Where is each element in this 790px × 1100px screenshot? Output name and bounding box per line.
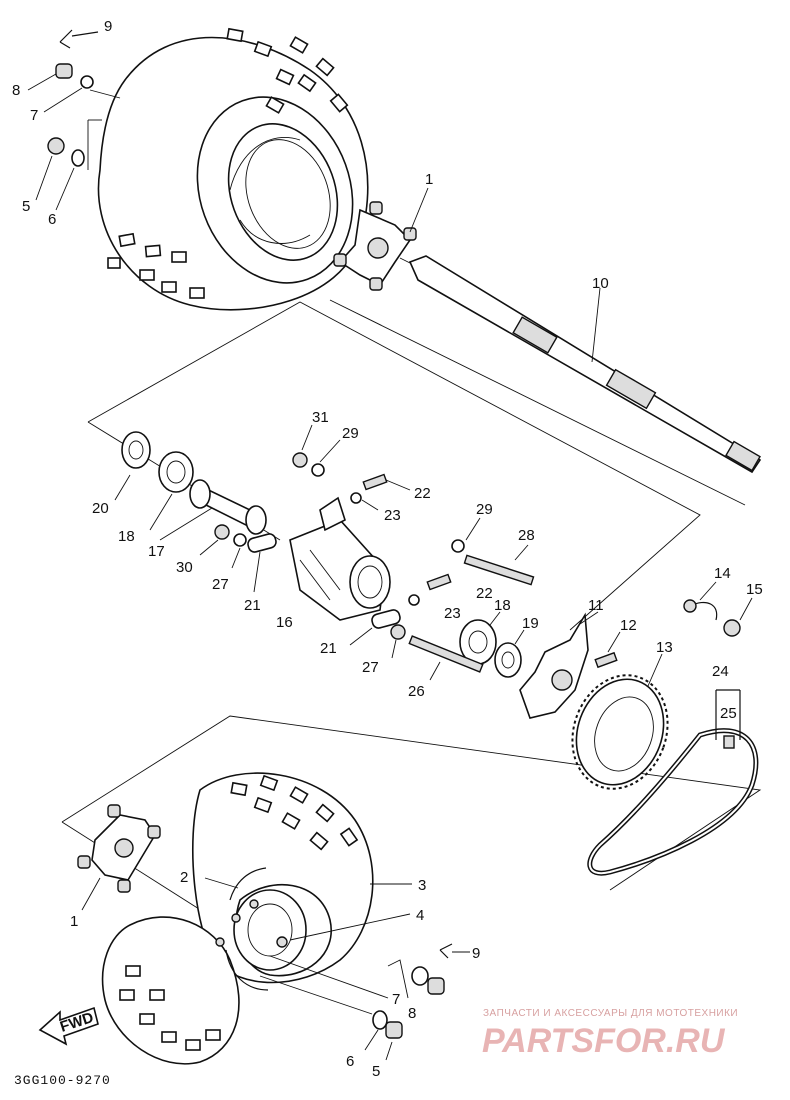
callout-11: 11 xyxy=(588,597,604,614)
callout-24: 24 xyxy=(712,663,729,680)
callout-5-top: 5 xyxy=(22,198,30,215)
top-hub xyxy=(333,187,429,291)
fwd-arrow: FWD xyxy=(38,1006,99,1046)
callout-18-b: 18 xyxy=(494,597,511,614)
callout-7-bottom: 7 xyxy=(392,991,400,1008)
callout-27-b: 27 xyxy=(362,659,379,676)
callout-16: 16 xyxy=(276,614,293,631)
top-leader-lines xyxy=(27,73,83,211)
callout-19: 19 xyxy=(522,615,539,632)
callout-26: 26 xyxy=(408,683,425,700)
callout-12: 12 xyxy=(620,617,637,634)
callout-9-top: 9 xyxy=(104,18,112,35)
callout-4: 4 xyxy=(416,907,424,924)
callout-27-a: 27 xyxy=(212,576,229,593)
callout-22-a: 22 xyxy=(414,485,431,502)
bottom-wheel-fasteners xyxy=(204,877,470,1061)
callout-29-a: 29 xyxy=(342,425,359,442)
callout-15: 15 xyxy=(746,581,763,598)
callout-21-a: 21 xyxy=(244,597,261,614)
callout-5-bottom: 5 xyxy=(372,1063,380,1080)
callout-8-top: 8 xyxy=(12,82,20,99)
callout-23-a: 23 xyxy=(384,507,401,524)
drawing-code: 3GG100-9270 xyxy=(14,1073,111,1088)
callout-1-top: 1 xyxy=(425,171,433,188)
watermark-tagline: ЗАПЧАСТИ И АКСЕССУАРЫ ДЛЯ МОТОТЕХНИКИ xyxy=(483,1008,738,1019)
callout-6-top: 6 xyxy=(48,211,56,228)
callout-13: 13 xyxy=(656,639,673,656)
callout-10: 10 xyxy=(592,275,609,292)
callout-6-bottom: 6 xyxy=(346,1053,354,1070)
callout-23-b: 23 xyxy=(444,605,461,622)
callout-2: 2 xyxy=(180,869,188,886)
top-wheel-fasteners xyxy=(47,29,121,170)
callout-14: 14 xyxy=(714,565,731,582)
callout-1-bottom: 1 xyxy=(70,913,78,930)
callout-21-b: 21 xyxy=(320,640,337,657)
callout-30: 30 xyxy=(176,559,193,576)
callout-labels: 9 8 7 5 6 1 10 31 29 20 18 22 23 17 30 2… xyxy=(12,18,763,1080)
callout-17: 17 xyxy=(148,543,165,560)
axle xyxy=(408,255,762,474)
callout-25: 25 xyxy=(720,705,737,722)
callout-8-bottom: 8 xyxy=(408,1005,416,1022)
watermark: ЗАПЧАСТИ И АКСЕССУАРЫ ДЛЯ МОТОТЕХНИКИ PA… xyxy=(482,1008,738,1060)
callout-28: 28 xyxy=(518,527,535,544)
callout-20: 20 xyxy=(92,500,109,517)
bottom-wheel xyxy=(101,772,374,1065)
callout-18-a: 18 xyxy=(118,528,135,545)
middle-assembly xyxy=(114,424,759,876)
callout-31: 31 xyxy=(312,409,329,426)
callout-29-b: 29 xyxy=(476,501,493,518)
callout-9-bottom: 9 xyxy=(472,945,480,962)
callout-7-top: 7 xyxy=(30,107,38,124)
callout-3: 3 xyxy=(418,877,426,894)
top-wheel xyxy=(97,27,369,311)
exploded-view-guides xyxy=(61,189,762,936)
callout-22-b: 22 xyxy=(476,585,493,602)
watermark-brand: PARTSFOR.RU xyxy=(482,1022,726,1060)
bottom-hub xyxy=(77,804,161,911)
